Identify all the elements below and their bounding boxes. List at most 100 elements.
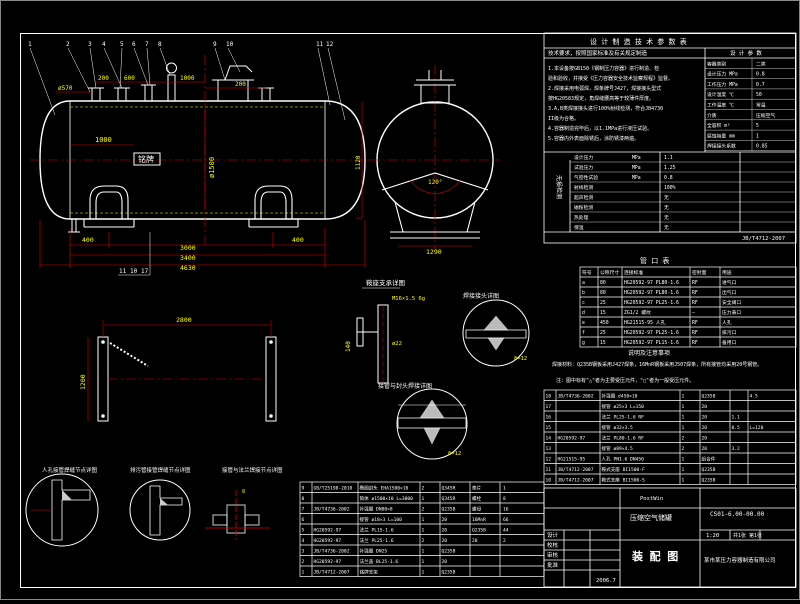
bom-right-cell: 1: [682, 415, 685, 421]
nozzle-cell: 80: [600, 280, 606, 286]
param-name: 设计压力 MPa: [707, 71, 738, 78]
support-detail-title: 鞍座支承详图: [366, 278, 405, 287]
dim-400-right: 400: [292, 236, 304, 244]
title-cell-2: 校核: [547, 541, 559, 549]
bom-bottom-cell: JB/T4736-2002: [314, 549, 350, 555]
nozzle-cell: 压力表口: [722, 309, 741, 316]
weld-detail-1: 焊接接头详图 δ=12: [462, 292, 530, 367]
nozzle-cell: RF: [692, 290, 698, 296]
nozzle-cell: f: [582, 330, 585, 336]
title-scale: 1:20: [706, 533, 719, 539]
nameplate-label: 铭牌: [138, 154, 154, 164]
bom-right-cell: 1: [682, 425, 685, 431]
nozzle-cell: 备用口: [722, 339, 737, 346]
tech-parameter-table: 设 计 制 造 技 术 参 数 表 技术要求，按照国家标准及有关规定制造 设 计…: [543, 32, 797, 244]
top-dims: [55, 81, 266, 93]
bom-bottom-cell: 补强圈 DN25: [360, 548, 388, 555]
dim-1290: 1290: [426, 248, 442, 256]
vessel-end-view: 120° 1290 1120: [355, 65, 500, 256]
weld2-title: 接管与封头焊接详图: [378, 382, 432, 390]
title-block: PostWin 压缩空气储罐 CS01-6.00-00.00 装 配 图 某市某…: [543, 487, 797, 588]
param-name: 容器类别: [707, 60, 726, 67]
lower-row-name: 磁粉检测: [574, 204, 593, 211]
callout-9: 9: [213, 41, 217, 48]
bom-mid-cell: 44: [503, 528, 509, 534]
bom-right-cell: Q235B: [702, 478, 716, 484]
notes-line-1: 焊接材料：Q235B钢板采用J427焊条，16MnR钢板采用J507焊条，所有接…: [552, 361, 762, 368]
bom-right-cell: HG21515-95: [558, 457, 586, 463]
bom-mid-cell: Q235B: [472, 528, 486, 534]
nameplate: 铭牌: [133, 152, 161, 166]
support-plan-view: 2800 1200: [79, 316, 277, 422]
param-value: 0.8: [756, 72, 765, 78]
bom-bottom-cell: 2: [422, 486, 425, 492]
node-detail-1: 人孔接管焊缝节点详图: [25, 466, 99, 547]
bom-bottom-cell: 2: [302, 559, 305, 565]
saddle-supports: [83, 185, 299, 228]
svg-text:8: 8: [242, 489, 245, 495]
lower-row-value: 0.8: [664, 175, 673, 181]
bottom-dims: [39, 220, 366, 268]
nozzle-cell: g: [582, 341, 585, 346]
bom-right-cell: 20: [702, 404, 708, 410]
lower-row-name: 射线检测: [574, 184, 593, 191]
lower-row-name: 气密性试验: [574, 174, 598, 181]
param-value: 二类: [756, 60, 766, 67]
tech-req-header: 技术要求，按照国家标准及有关规定制造: [548, 49, 648, 57]
title-date: 2006.7: [596, 578, 616, 584]
nozzle-cell: 450: [600, 320, 609, 326]
bom-right-cell: 接管 ø25×3 L=150: [602, 403, 645, 410]
nozzle-col-header: 符号: [582, 269, 592, 276]
callout-7: 7: [145, 41, 149, 48]
bom-bottom-cell: JB/T4736-2002: [314, 507, 350, 513]
nozzle-cell: 安全阀口: [722, 299, 741, 306]
nozzle-cell: 15: [600, 340, 606, 346]
bom-right-cell: 2: [682, 436, 685, 442]
bom-right-cell: 1: [682, 467, 685, 473]
tech-requirement-line: 3.A,B类焊接接头进行100%射线检测，符合JB4730: [548, 105, 663, 112]
lower-row-unit: MPa: [632, 165, 641, 171]
weld1-title: 焊接接头详图: [463, 292, 499, 300]
nozzle-cell: —: [692, 311, 695, 316]
lower-row-unit: MPa: [632, 155, 641, 161]
svg-text:140: 140: [345, 341, 352, 352]
nozzle-cell: a: [582, 281, 585, 286]
callout-8: 8: [158, 41, 162, 48]
param-name: 工作温度 ℃: [707, 102, 734, 109]
bom-right-cell: 20: [702, 436, 708, 442]
param-name: 介质: [707, 112, 717, 119]
bom-bottom-cell: HG20592-97: [314, 538, 342, 544]
bom-right-cell: L=120: [750, 425, 764, 431]
title-drawing-name: 装 配 图: [631, 549, 678, 563]
nozzle-cell: HG20592-97 PL25-1.6: [624, 330, 679, 336]
bom-bottom-cell: 6: [302, 517, 305, 523]
bom-right-cell: 20: [702, 446, 708, 452]
svg-text:M16×1.5 6g: M16×1.5 6g: [392, 296, 425, 302]
support-detail: 鞍座支承详图 140 M16×1.5 6g ø22: [345, 278, 425, 385]
bom-right-cell: 20: [702, 415, 708, 421]
vessel-side-view: ø570 200 600 1000 200 铭牌 1000 ø1500: [29, 47, 372, 276]
bom-bottom-cell: 法兰 PL25-1.6: [360, 537, 394, 544]
node2-title: 排污管接管焊缝节点详图: [130, 466, 191, 474]
bom-bottom-cell: 1: [422, 549, 425, 555]
dim-1000: 1000: [95, 136, 112, 144]
nozzle-cell: HG20592-97 PL15-1.6: [624, 340, 679, 346]
bom-bottom-cell: 椭圆封头 EHA1500×10: [360, 485, 409, 492]
bom-right-cell: 18: [546, 394, 552, 400]
bom-bottom-cell: 9: [302, 486, 305, 492]
tech-requirement-line: 2.焊接采用电弧焊，焊条牌号J427，焊接接头型式: [548, 85, 661, 92]
bom-right-cell: 0.5: [732, 425, 741, 431]
bom-right-cell: 鞍式支座 BI1500-S: [602, 477, 646, 484]
nozzle-cell: 排污口: [722, 329, 737, 336]
bom-bottom-cell: 8: [302, 496, 305, 502]
node-detail-3: 接管与法兰焊接节点详图 8: [205, 466, 283, 540]
bom-bottom-cell: 20: [442, 538, 448, 544]
tech-table-header: 设 计 制 造 技 术 参 数 表: [590, 37, 687, 46]
bom-right-cell: 法兰 PL80-1.6 RF: [602, 435, 645, 442]
callout-11: 11: [316, 41, 324, 48]
lower-row-value: 无: [664, 215, 669, 221]
node3-title: 接管与法兰焊接节点详图: [222, 466, 283, 474]
nozzle-cell: c: [582, 301, 585, 306]
param-name: 腐蚀裕量 mm: [707, 132, 735, 139]
